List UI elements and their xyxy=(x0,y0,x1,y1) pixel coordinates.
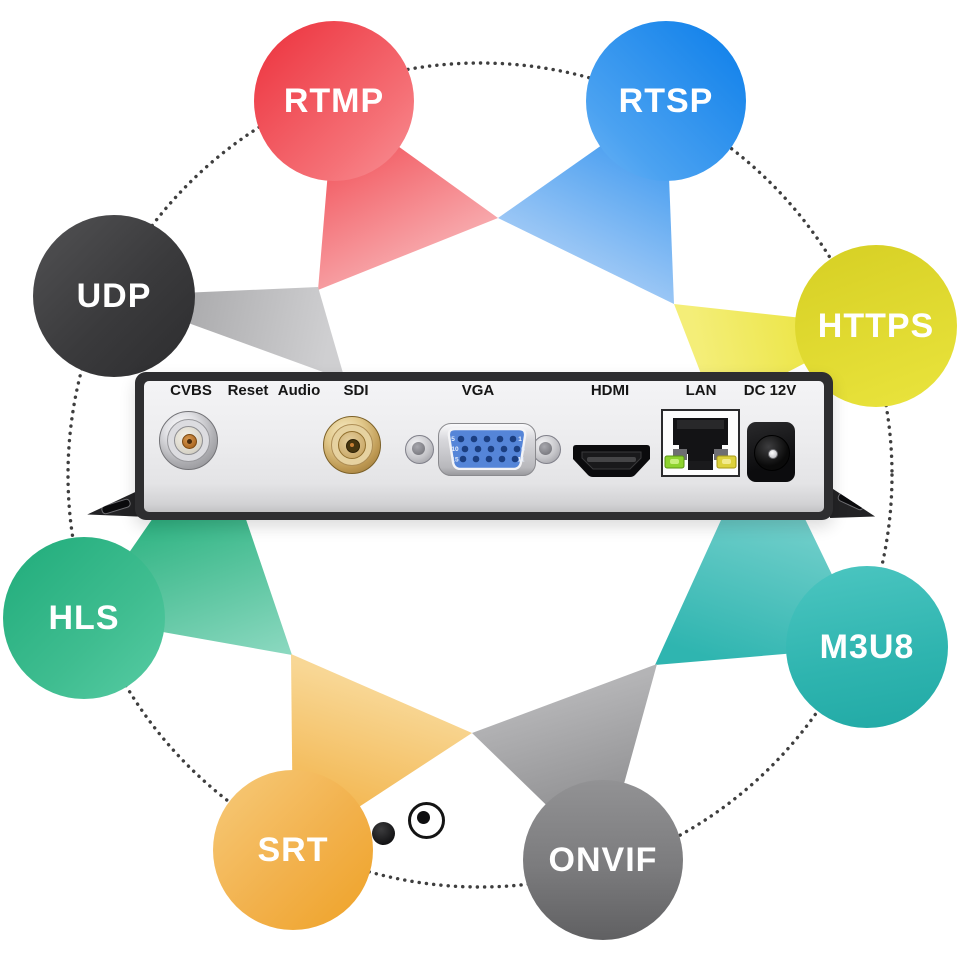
protocol-circle-https: HTTPS xyxy=(795,245,957,407)
protocol-label-onvif: ONVIF xyxy=(548,840,658,879)
hdmi-tongue xyxy=(587,457,636,462)
rj45-metal-left xyxy=(673,449,687,460)
dc-jack-barrel xyxy=(754,435,790,471)
rj45-latch xyxy=(688,461,713,470)
vga-screw-right-socket xyxy=(539,442,552,455)
protocol-circle-hls: HLS xyxy=(3,537,165,699)
vga-insert: 5 1 10 6 15 11 xyxy=(447,428,527,470)
vga-connector: 5 1 10 6 15 11 xyxy=(438,423,536,476)
svg-text:6: 6 xyxy=(521,446,525,453)
dc-power-jack xyxy=(747,422,795,482)
cvbs-bnc-face xyxy=(174,426,203,455)
protocol-label-udp: UDP xyxy=(76,276,152,315)
vga-screw-left-socket xyxy=(412,442,425,455)
svg-text:5: 5 xyxy=(451,436,455,443)
hdmi-label: HDMI xyxy=(590,382,630,399)
protocol-label-srt: SRT xyxy=(257,830,329,869)
encoder-device: CVBS Reset Audio SDI VGA HDMI LAN DC 12V xyxy=(135,372,833,845)
svg-text:11: 11 xyxy=(518,457,525,464)
dotted-ring xyxy=(66,61,894,889)
audio-label: Audio xyxy=(277,382,321,399)
lan-port xyxy=(661,409,740,477)
lan-label: LAN xyxy=(685,382,717,399)
audio-jack xyxy=(408,802,445,839)
rj45-contacts xyxy=(677,420,724,429)
protocol-label-hls: HLS xyxy=(48,598,120,637)
rj45-metal-right xyxy=(714,449,728,460)
protocol-circle-udp: UDP xyxy=(33,215,195,377)
protocol-circle-m3u8: M3U8 xyxy=(786,566,948,728)
vga-screw-left xyxy=(405,435,434,464)
reset-button xyxy=(372,822,395,845)
sdi-label: SDI xyxy=(343,382,369,399)
protocol-label-m3u8: M3U8 xyxy=(819,627,915,666)
sdi-bnc-connector xyxy=(323,416,381,474)
protocol-label-rtsp: RTSP xyxy=(618,81,714,120)
sdi-bnc-face xyxy=(338,431,366,459)
svg-text:15: 15 xyxy=(451,457,459,464)
svg-text:10: 10 xyxy=(451,446,459,453)
vga-pin-numbers: 5 1 10 6 15 11 xyxy=(451,436,525,464)
audio-jack-hole xyxy=(417,811,430,824)
reset-label: Reset xyxy=(227,382,269,399)
svg-text:1: 1 xyxy=(518,436,522,443)
cvbs-pin-hole xyxy=(187,439,192,444)
cvbs-bnc-connector xyxy=(159,411,218,470)
sdi-bnc-ring xyxy=(331,424,373,466)
cvbs-label: CVBS xyxy=(170,382,212,399)
sdi-center-pin xyxy=(350,443,354,447)
dc-jack-pin xyxy=(768,449,778,459)
protocol-label-rtmp: RTMP xyxy=(283,81,385,120)
vga-dsub-shape xyxy=(447,428,527,470)
lan-led-green-glow xyxy=(670,459,679,464)
protocol-circle-onvif: ONVIF xyxy=(523,780,683,940)
vga-label: VGA xyxy=(461,382,495,399)
protocol-circle-srt: SRT xyxy=(213,770,373,930)
hdmi-port xyxy=(573,445,650,477)
lan-led-yellow-glow xyxy=(722,459,731,464)
protocol-circle-rtsp: RTSP xyxy=(586,21,746,181)
vga-pin-holes xyxy=(457,435,521,463)
protocol-circle-rtmp: RTMP xyxy=(254,21,414,181)
cvbs-center-pin xyxy=(182,434,197,449)
dc12v-label: DC 12V xyxy=(743,382,797,399)
cvbs-bnc-ring xyxy=(167,419,210,462)
sdi-center-socket xyxy=(346,439,360,453)
protocol-label-https: HTTPS xyxy=(817,306,935,345)
vga-screw-right xyxy=(532,435,561,464)
